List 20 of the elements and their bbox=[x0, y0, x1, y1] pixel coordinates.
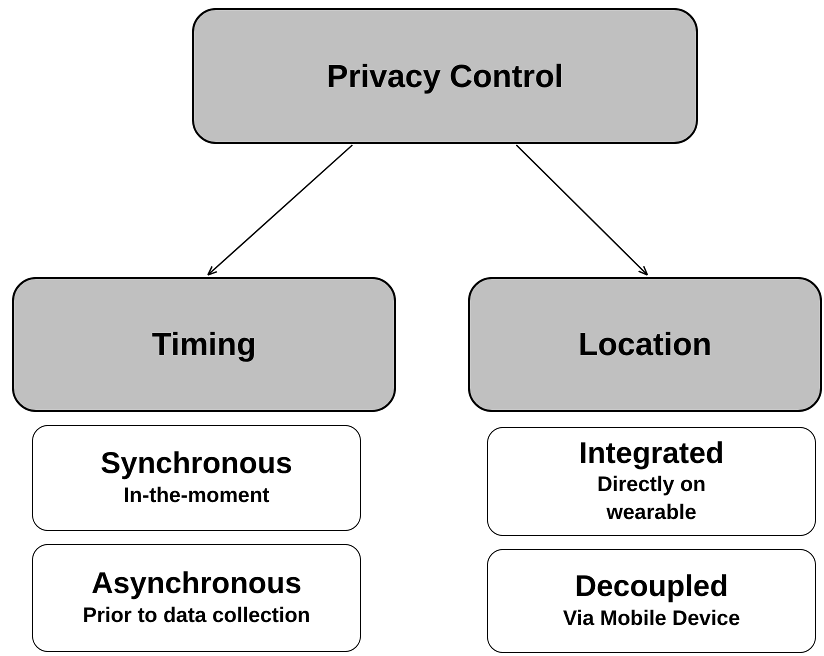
description: Via Mobile Device bbox=[562, 606, 740, 632]
heading: Timing bbox=[152, 326, 256, 363]
option-box bbox=[487, 427, 816, 536]
category-box bbox=[468, 277, 822, 412]
heading: Decoupled bbox=[574, 570, 728, 605]
option-box bbox=[32, 544, 361, 652]
description: Prior to data collection bbox=[82, 602, 310, 629]
description: In-the-moment bbox=[124, 482, 270, 509]
heading: Location bbox=[578, 326, 712, 363]
option-box bbox=[32, 425, 361, 531]
heading: Asynchronous bbox=[91, 567, 302, 602]
arrow bbox=[207, 144, 353, 276]
option-box bbox=[487, 549, 816, 653]
heading: Integrated bbox=[578, 436, 724, 472]
category-box bbox=[192, 8, 698, 144]
description: Directly on wearable bbox=[596, 472, 707, 526]
heading: Privacy Control bbox=[326, 58, 564, 94]
arrow bbox=[516, 144, 648, 276]
heading: Synchronous bbox=[100, 447, 292, 482]
category-box bbox=[12, 277, 396, 412]
